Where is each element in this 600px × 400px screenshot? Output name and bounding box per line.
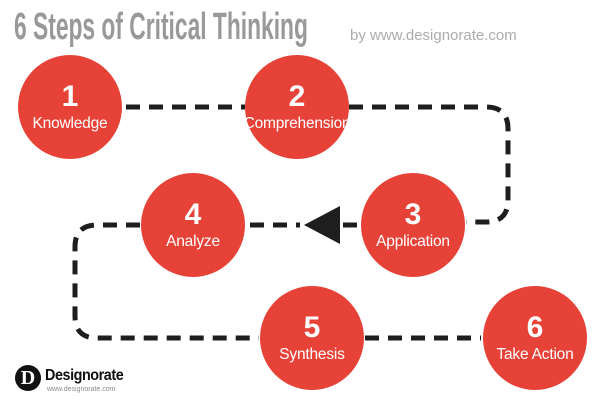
step-number: 5: [303, 310, 321, 344]
step-number: 2: [288, 79, 306, 113]
step-number: 3: [404, 197, 422, 231]
logo-url: www.designorate.com: [47, 386, 116, 393]
step-circle-comprehension: 2 Comprehension: [243, 55, 351, 159]
step-label: Comprehension: [243, 114, 351, 132]
step-label: Knowledge: [32, 114, 108, 132]
step-circle-application: 3 Application: [361, 173, 465, 277]
step-label: Analyze: [166, 232, 220, 250]
connector-step2-step3: [349, 104, 511, 225]
header: 6 Steps of Critical Thinking: [14, 6, 504, 48]
logo-text: Designorate www.designorate.com: [45, 365, 132, 394]
step-label: Take Action: [496, 345, 574, 363]
designorate-logo-icon: D: [15, 365, 41, 391]
step-number: 4: [184, 197, 202, 231]
step-label: Application: [376, 232, 450, 250]
step-circle-analyze: 4 Analyze: [141, 173, 245, 277]
logo: D Designorate www.designorate.com: [15, 365, 132, 393]
connector-step4-step5: [72, 222, 259, 341]
step-label: Synthesis: [279, 345, 345, 363]
step-number: 1: [61, 79, 79, 113]
page-title: 6 Steps of Critical Thinking: [14, 6, 308, 48]
step-circle-take-action: 6 Take Action: [483, 286, 587, 390]
logo-letter: D: [20, 367, 36, 389]
byline-text: by www.designorate.com: [350, 27, 517, 44]
left-arrowhead-icon: [304, 206, 340, 244]
step-number: 6: [526, 310, 544, 344]
step-circle-knowledge: 1 Knowledge: [18, 55, 122, 159]
logo-name: Designorate: [45, 367, 124, 384]
step-circle-synthesis: 5 Synthesis: [260, 286, 364, 390]
